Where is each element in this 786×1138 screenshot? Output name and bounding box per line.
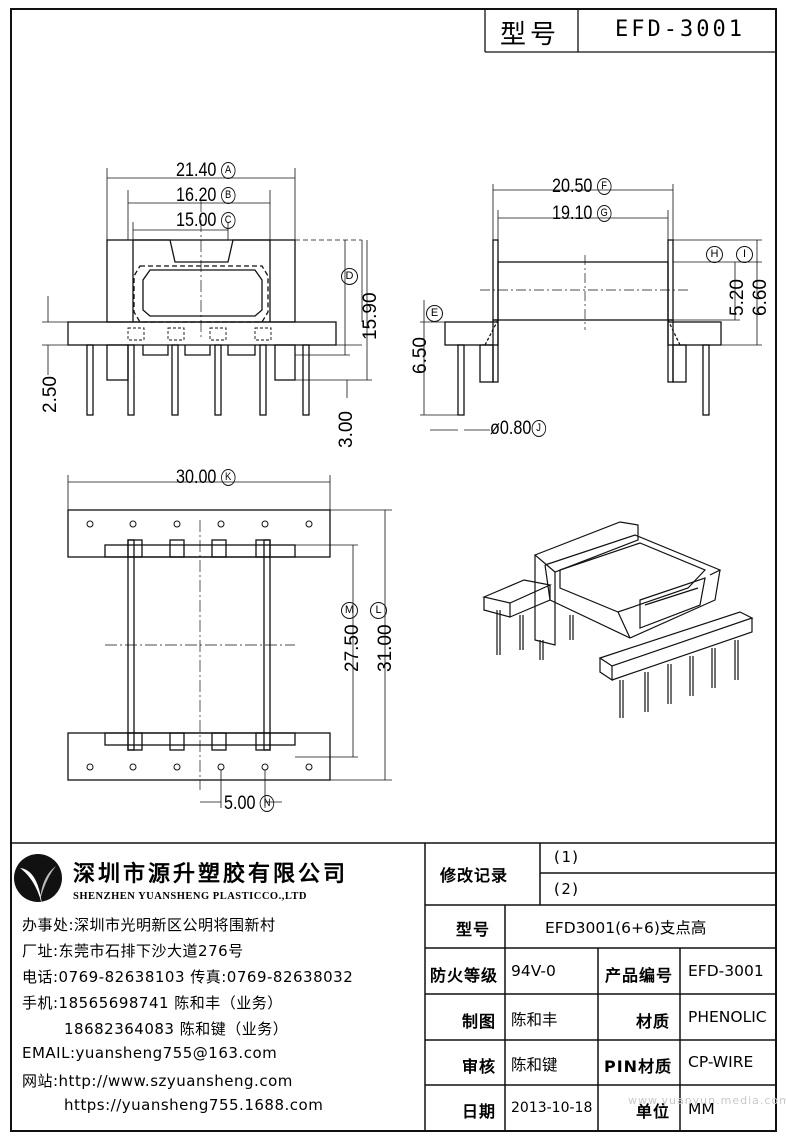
dim-l: 31.00 <box>375 624 396 672</box>
info-table-grid <box>10 842 777 1132</box>
dim-k: 30.00 K <box>176 467 236 489</box>
office-address: 办事处:深圳市光明新区公明将围新村 <box>22 916 276 934</box>
model-label: 型号 <box>500 20 561 50</box>
website-2: https://yuansheng755.1688.com <box>64 1096 324 1114</box>
product-no-value: EFD-3001 <box>688 962 764 980</box>
company-logo <box>14 854 62 905</box>
dim-a: 21.40 A <box>176 160 236 182</box>
dim-d: 15.90 <box>360 292 381 340</box>
company-name-en: SHENZHEN YUANSHENG PLASTICCO.,LTD <box>73 891 307 902</box>
dim-m: 27.50 <box>342 624 363 672</box>
product-no-label: 产品编号 <box>605 966 674 985</box>
review-label: 审核 <box>462 1057 497 1076</box>
dim-h: 5.20 <box>727 279 748 316</box>
fire-rating-value: 94V-0 <box>511 962 556 980</box>
material-value: PHENOLIC <box>688 1008 767 1026</box>
dim-bottom-gap: 3.00 <box>336 411 357 448</box>
mobile-1: 手机:18565698741 陈和丰（业务） <box>22 994 283 1012</box>
dim-c: 15.00 C <box>176 210 236 232</box>
pin-material-label: PIN材质 <box>604 1057 673 1076</box>
dim-b: 16.20 B <box>176 185 236 207</box>
marker-e: E <box>426 303 443 322</box>
title-block-lines <box>484 8 777 53</box>
dim-f: 20.50 F <box>552 176 612 198</box>
pin-material-value: CP-WIRE <box>688 1053 754 1071</box>
model-number: EFD-3001 <box>615 17 745 42</box>
watermark: www.yuanyun.media.com <box>628 1094 786 1107</box>
revision-2: (2) <box>552 880 580 898</box>
dim-n: 5.00 N <box>224 793 275 815</box>
dim-i: 6.60 <box>750 279 771 316</box>
fire-rating-label: 防火等级 <box>430 966 499 985</box>
date-label: 日期 <box>462 1102 497 1121</box>
date-value: 2013-10-18 <box>511 1100 593 1116</box>
isometric-view <box>482 521 754 718</box>
phone-fax: 电话:0769-82638103 传真:0769-82638032 <box>22 968 354 986</box>
email: EMAIL:yuansheng755@163.com <box>22 1044 278 1062</box>
revision-label: 修改记录 <box>440 866 509 885</box>
mobile-2: 18682364083 陈和键（业务） <box>64 1020 289 1038</box>
marker-i: I <box>736 244 753 263</box>
dim-left-pin: 2.50 <box>40 376 61 413</box>
front-view <box>42 168 372 416</box>
drawn-by-value: 陈和丰 <box>511 1011 558 1029</box>
drawing-frame <box>10 8 777 1132</box>
table-model-label: 型号 <box>456 920 491 939</box>
material-label: 材质 <box>636 1012 671 1031</box>
website-1: 网站:http://www.szyuansheng.com <box>22 1072 293 1090</box>
review-value: 陈和键 <box>511 1056 558 1074</box>
marker-m: M <box>341 600 358 619</box>
unit-label: 单位 <box>636 1102 671 1121</box>
marker-d: D <box>341 266 358 285</box>
marker-h: H <box>706 244 723 263</box>
table-model-value: EFD3001(6+6)支点高 <box>545 919 707 937</box>
factory-address: 厂址:东莞市石排下沙大道276号 <box>22 942 244 960</box>
drawn-by-label: 制图 <box>462 1012 497 1031</box>
dim-g: 19.10 G <box>552 203 612 225</box>
revision-1: (1) <box>552 848 580 866</box>
top-view <box>67 475 392 808</box>
marker-l: L <box>370 600 387 619</box>
dim-e: 6.50 <box>410 337 431 374</box>
unit-value: MM <box>688 1100 715 1118</box>
company-name-cn: 深圳市源升塑胶有限公司 <box>73 862 349 887</box>
